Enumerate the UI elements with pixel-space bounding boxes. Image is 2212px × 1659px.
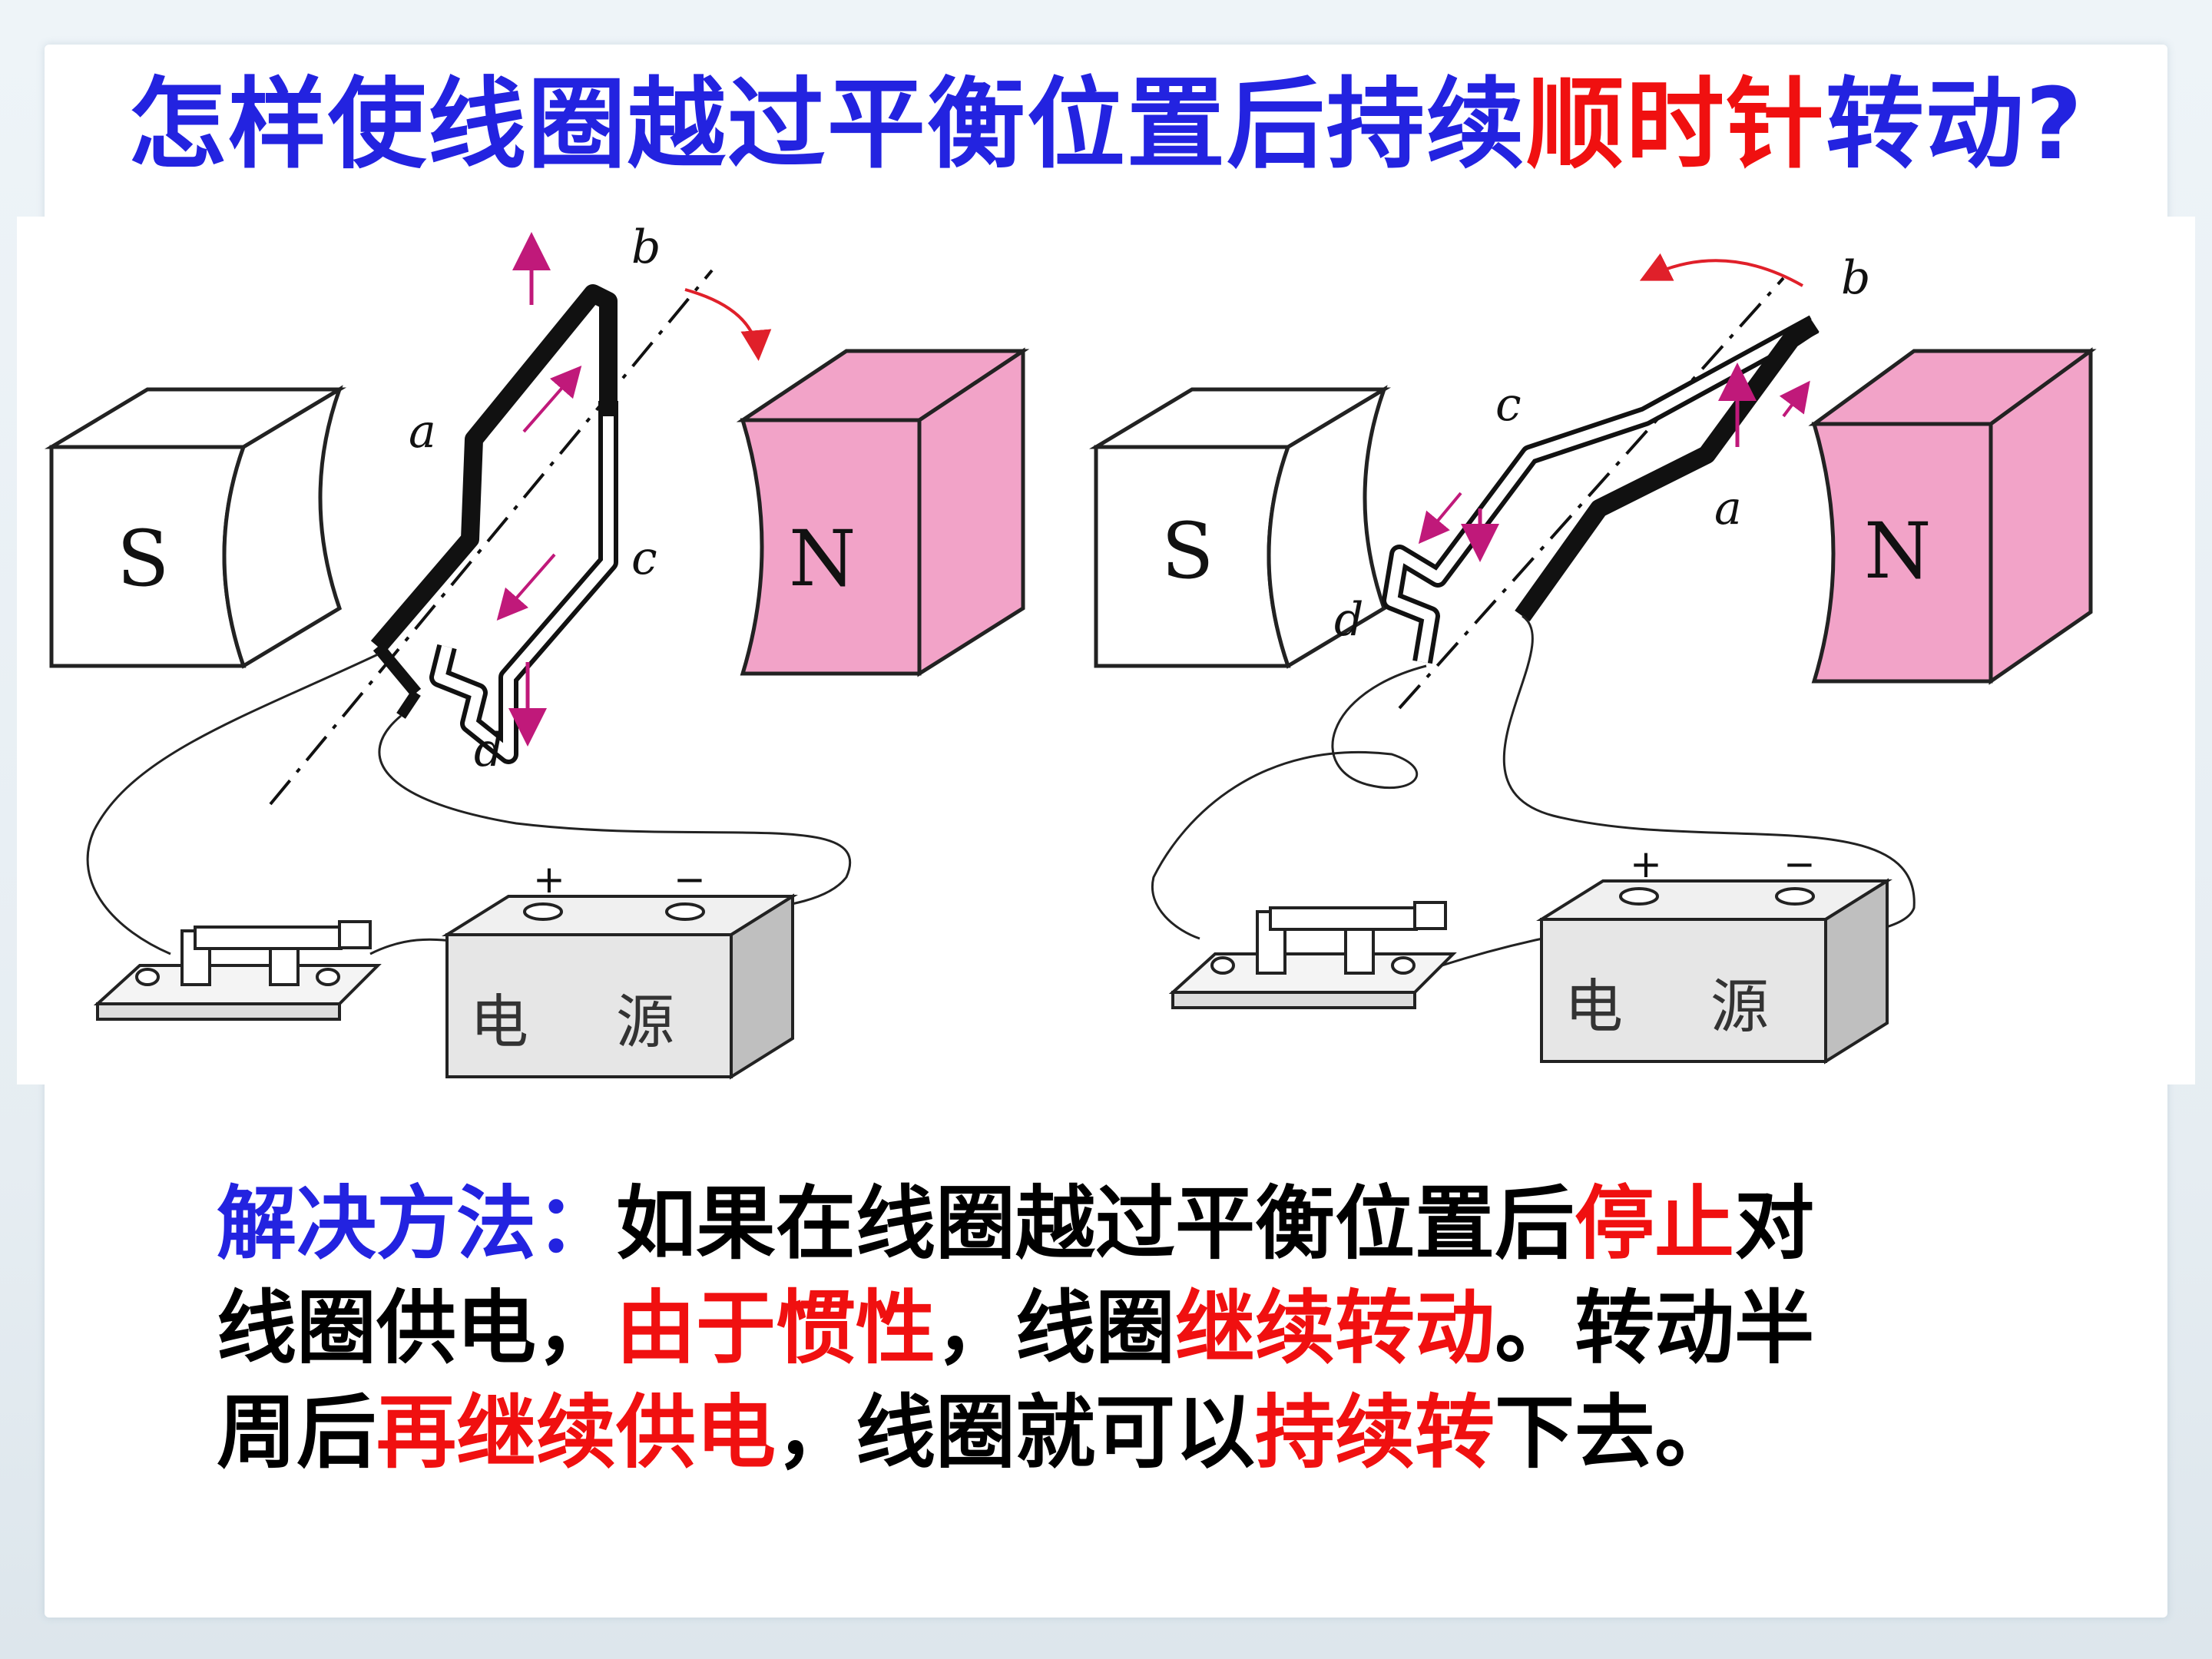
solution-text: 周后 <box>217 1386 377 1479</box>
solution-text: ，线圈 <box>935 1281 1176 1375</box>
right-minus-label: − <box>1783 842 1816 886</box>
solution-highlight: 由于惯性 <box>616 1281 936 1375</box>
solution-text: 下去。 <box>1495 1386 1735 1479</box>
right-rotation-arrow <box>1639 253 1803 287</box>
left-rotation-arrow <box>684 288 772 361</box>
right-label-d: d <box>1334 593 1363 647</box>
solution-line-3: 周后再继续供电，线圈就可以持续转下去。 <box>217 1380 1983 1485</box>
title-part-3: 转动? <box>1825 68 2085 182</box>
right-label-a: a <box>1714 482 1742 535</box>
left-s-label: S <box>117 514 170 604</box>
right-motor-diagram: S N b c a d <box>1088 251 2097 1065</box>
left-switch <box>93 920 382 1021</box>
right-plus-label: + <box>1630 842 1662 886</box>
right-wire-2 <box>1502 614 1916 940</box>
right-switch <box>1168 901 1457 1009</box>
right-coil-side-ab <box>1515 316 1820 621</box>
right-battery: + − 电 源 <box>1536 842 1892 1065</box>
left-label-b: b <box>631 220 661 274</box>
solution-highlight: 再继续供电 <box>376 1386 777 1479</box>
title-part-1: 怎样使线圈越过平衡位置后持续 <box>127 68 1526 182</box>
left-battery: + − 电 源 <box>442 857 798 1080</box>
right-s-label: S <box>1161 506 1214 596</box>
solution-highlight: 停止 <box>1575 1177 1735 1270</box>
solution-text: 对 <box>1734 1177 1815 1270</box>
left-n-label: N <box>789 514 856 604</box>
title-highlight: 顺时针 <box>1525 68 1826 182</box>
left-wire-1 <box>86 653 379 955</box>
solution-highlight: 继续转动 <box>1175 1281 1495 1375</box>
solution-text: 如果在线圈越过平衡位置后 <box>616 1177 1575 1270</box>
right-wire-1 <box>1151 664 1427 940</box>
right-current-arrow-2 <box>1418 492 1462 545</box>
left-n-magnet: N <box>736 347 1030 677</box>
right-battery-label-2: 源 <box>1710 972 1769 1041</box>
page-title: 怎样使线圈越过平衡位置后持续顺时针转动? <box>0 60 2212 190</box>
left-battery-label-1: 电 <box>470 988 528 1056</box>
solution-text: 线圈供电， <box>217 1281 617 1375</box>
left-minus-label: − <box>674 857 706 902</box>
left-motor-diagram: S N b a c d <box>44 220 1030 1080</box>
solution-text: ，线圈就可以 <box>776 1386 1256 1479</box>
left-label-c: c <box>631 531 657 585</box>
left-current-arrow-1 <box>522 365 582 433</box>
motor-diagrams: S N b a c d <box>17 217 2195 1084</box>
solution-paragraph: 解决方法：如果在线圈越过平衡位置后停止对 线圈供电，由于惯性，线圈继续转动。转动… <box>217 1171 1983 1485</box>
solution-lead: 解决方法： <box>217 1177 617 1270</box>
solution-line-2: 线圈供电，由于惯性，线圈继续转动。转动半 <box>217 1276 1983 1380</box>
solution-text: 。转动半 <box>1495 1281 1815 1375</box>
right-s-magnet: S <box>1088 385 1392 669</box>
left-battery-label-2: 源 <box>616 988 674 1056</box>
left-s-magnet: S <box>44 385 347 669</box>
solution-line-1: 解决方法：如果在线圈越过平衡位置后停止对 <box>217 1171 1983 1276</box>
left-label-a: a <box>409 405 436 459</box>
solution-highlight: 持续转 <box>1255 1386 1495 1479</box>
right-label-c: c <box>1495 378 1522 432</box>
left-current-arrow-2 <box>496 553 556 621</box>
left-coil-side-ab <box>370 284 618 653</box>
right-rotation-axis <box>1398 276 1785 710</box>
left-rotation-axis <box>269 269 714 806</box>
right-n-label: N <box>1864 506 1932 596</box>
left-label-d: d <box>474 724 503 777</box>
right-label-b: b <box>1841 251 1870 305</box>
right-current-arrow-1 <box>1779 380 1810 418</box>
right-battery-label-1: 电 <box>1565 972 1623 1041</box>
left-wire-2 <box>378 714 852 917</box>
right-n-magnet: N <box>1808 347 2097 685</box>
left-plus-label: + <box>533 857 565 902</box>
